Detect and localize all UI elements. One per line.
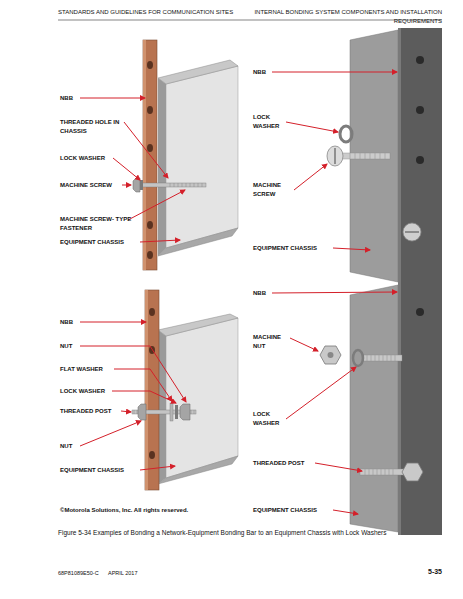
leader-lines bbox=[80, 72, 397, 514]
part-label: NBB bbox=[253, 68, 266, 77]
part-label: FLAT WASHER bbox=[60, 365, 103, 374]
part-label: NBB bbox=[60, 318, 73, 327]
document-date: APRIL 2017 bbox=[108, 569, 137, 578]
part-label: LOCK WASHER bbox=[253, 410, 289, 428]
running-header: STANDARDS AND GUIDELINES FOR COMMUNICATI… bbox=[58, 8, 233, 17]
page-number: 5-35 bbox=[412, 567, 442, 576]
part-label: LOCK WASHER bbox=[60, 387, 105, 396]
part-label: NBB bbox=[60, 94, 73, 103]
part-label: EQUIPMENT CHASSIS bbox=[253, 244, 317, 253]
part-label: NUT bbox=[60, 342, 72, 351]
figure-caption: Figure 5-34 Examples of Bonding a Networ… bbox=[58, 528, 448, 537]
part-label: MACHINE NUT bbox=[253, 333, 293, 351]
document-number: 68P81089E50-C bbox=[58, 569, 99, 578]
part-label: LOCK WASHER bbox=[60, 154, 105, 163]
part-label: NBB bbox=[253, 289, 266, 298]
part-label: MACHINE SCREW bbox=[253, 181, 295, 199]
part-label: THREADED POST bbox=[60, 407, 111, 416]
part-label: THREADED POST bbox=[253, 459, 304, 468]
part-label: NUT bbox=[60, 442, 72, 451]
part-label: EQUIPMENT CHASSIS bbox=[253, 506, 317, 515]
part-label: EQUIPMENT CHASSIS bbox=[60, 238, 124, 247]
running-header: INTERNAL BONDING SYSTEM COMPONENTS AND I… bbox=[236, 8, 442, 26]
part-label: LOCK WASHER bbox=[253, 113, 289, 131]
part-label: MACHINE SCREW bbox=[60, 181, 112, 190]
copyright-notice: ©Motorola Solutions, Inc. All rights res… bbox=[60, 506, 188, 515]
part-label: THREADED HOLE IN CHASSIS bbox=[60, 118, 126, 136]
part-label: EQUIPMENT CHASSIS bbox=[60, 466, 124, 475]
part-label: MACHINE SCREW- TYPE FASTENER bbox=[60, 215, 132, 233]
